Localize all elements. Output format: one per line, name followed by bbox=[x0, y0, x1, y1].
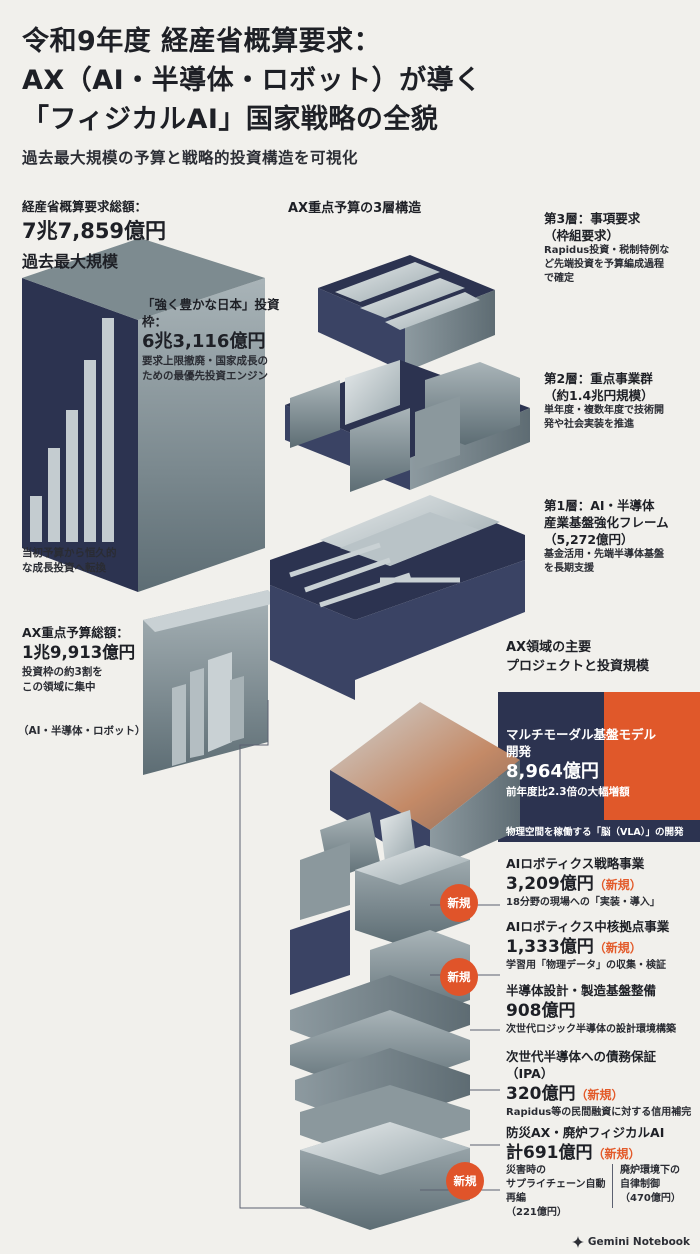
layer2-title2: （約1.4兆円規模） bbox=[544, 388, 654, 403]
layer1-desc2: を長期支援 bbox=[544, 563, 594, 574]
project1-callout: マルチモーダル基盤モデル 開発 8,964億円 前年度比2.3倍の大幅増額 bbox=[506, 726, 696, 801]
layer1-desc1: 基金活用・先端半導体基盤 bbox=[544, 549, 664, 560]
footer-brand-text: Gemini Notebook bbox=[587, 1236, 690, 1248]
layer3-desc3: で確定 bbox=[544, 273, 574, 284]
project3-callout: AIロボティクス中核拠点事業 1,333億円（新規） 学習用「物理データ」の収集… bbox=[506, 918, 696, 973]
p6-sub-b: 廃炉環境下の 自律制御 （470億円） bbox=[620, 1164, 698, 1206]
page-title: 令和9年度 経産省概算要求： AX（AI・半導体・ロボット）が導く 「フィジカル… bbox=[22, 22, 482, 139]
p3-desc: 学習用「物理データ」の収集・検証 bbox=[506, 960, 666, 971]
p6-b1: 廃炉環境下の bbox=[620, 1165, 680, 1176]
layer1-title2: 産業基盤強化フレーム bbox=[544, 515, 669, 530]
p4-title: 半導体設計・製造基盤整備 bbox=[506, 983, 657, 998]
total-note: 過去最大規模 bbox=[22, 252, 119, 271]
p2-amount: 3,209億円 bbox=[506, 874, 594, 894]
p4-desc: 次世代ロジック半導体の設計環境構築 bbox=[506, 1024, 676, 1035]
layer3-block bbox=[318, 255, 495, 372]
p6-b3: （470億円） bbox=[620, 1193, 681, 1204]
ax-total-label: AX重点予算総額： bbox=[22, 625, 129, 640]
new-badge: 新規 bbox=[446, 1162, 484, 1200]
layer3-desc1: Rapidus投資・税制特例な bbox=[544, 245, 670, 256]
layer2-block bbox=[285, 360, 530, 492]
p3-new-tag: （新規） bbox=[593, 941, 642, 955]
strong-japan-callout: 「強く豊かな日本」投資枠： 6兆3,116億円 要求上限撤廃・国家成長の ための… bbox=[142, 296, 302, 384]
p5-amount: 320億円 bbox=[506, 1084, 576, 1104]
p6-a2: サプライチェーン自動再編 bbox=[506, 1179, 606, 1204]
title-line2: AX（AI・半導体・ロボット）が導く bbox=[22, 65, 482, 96]
ax-total-desc1: 投資枠の約3割を bbox=[22, 666, 103, 678]
p6-sub-a: 災害時の サプライチェーン自動再編 （221億円） bbox=[506, 1164, 606, 1220]
p6-divider bbox=[612, 1164, 613, 1208]
project2-callout: AIロボティクス戦略事業 3,209億円（新規） 18分野の現場への「実装・導入… bbox=[506, 855, 696, 910]
banner-accent bbox=[604, 692, 700, 820]
strong-japan-label: 「強く豊かな日本」投資枠： bbox=[142, 297, 280, 329]
new-badge: 新規 bbox=[440, 958, 478, 996]
layer2-desc1: 単年度・複数年度で技術開 bbox=[544, 405, 664, 416]
project1-banner bbox=[498, 692, 700, 842]
ax-total-callout: AX重点予算総額： 1兆9,913億円 投資枠の約3割を この領域に集中 bbox=[22, 624, 142, 695]
p6-a3: （221億円） bbox=[506, 1207, 567, 1218]
gemini-icon bbox=[572, 1236, 585, 1248]
p1-title1: マルチモーダル基盤モデル bbox=[506, 727, 657, 742]
projects-heading: AX領域の主要 プロジェクトと投資規模 bbox=[506, 638, 649, 676]
strong-japan-desc2: ための最優先投資エンジン bbox=[142, 370, 268, 382]
layers-heading: AX重点予算の3層構造 bbox=[288, 201, 422, 216]
p2-title: AIロボティクス戦略事業 bbox=[506, 856, 645, 871]
ax-total-scope: （AI・半導体・ロボット） bbox=[18, 725, 146, 737]
title-line3: 「フィジカルAI」国家戦略の全貌 bbox=[22, 104, 439, 135]
p2-desc: 18分野の現場への「実装・導入」 bbox=[506, 897, 660, 908]
p2-new-tag: （新規） bbox=[593, 878, 642, 892]
p5-desc: Rapidus等の民間融資に対する信用補完 bbox=[506, 1107, 692, 1118]
ax-total-desc2: この領域に集中 bbox=[22, 681, 96, 693]
p3-title: AIロボティクス中核拠点事業 bbox=[506, 919, 670, 934]
layer2-desc2: 発や社会実装を推進 bbox=[544, 419, 634, 430]
layer2-callout: 第2層：重点事業群 （約1.4兆円規模） 単年度・複数年度で技術開 発や社会実装… bbox=[544, 370, 694, 432]
p1-desc: 前年度比2.3倍の大幅増額 bbox=[506, 786, 630, 798]
p1-amount: 8,964億円 bbox=[506, 761, 599, 782]
ax-total-block bbox=[143, 590, 280, 775]
page-subtitle: 過去最大規模の予算と戦略的投資構造を可視化 bbox=[22, 149, 359, 167]
p5-new-tag: （新規） bbox=[575, 1088, 624, 1102]
project6-callout: 防災AX・廃炉フィジカルAI 計691億円（新規） bbox=[506, 1124, 696, 1165]
p6-amount: 計691億円 bbox=[506, 1143, 593, 1163]
ax-total-amount: 1兆9,913億円 bbox=[22, 643, 136, 662]
layer1-block bbox=[270, 495, 525, 700]
layer2-title1: 第2層：重点事業群 bbox=[544, 371, 653, 386]
total-amount: 7兆7,859億円 bbox=[22, 219, 167, 243]
layer3-title1: 第3層：事項要求 bbox=[544, 211, 641, 226]
p4-amount: 908億円 bbox=[506, 1001, 576, 1021]
projects-heading-line1: AX領域の主要 bbox=[506, 640, 592, 655]
p6-new-tag: （新規） bbox=[592, 1147, 641, 1161]
p6-a1: 災害時の bbox=[506, 1165, 546, 1176]
project4-callout: 半導体設計・製造基盤整備 908億円 次世代ロジック半導体の設計環境構築 bbox=[506, 982, 696, 1037]
project5-callout: 次世代半導体への債務保証（IPA） 320億円（新規） Rapidus等の民間融… bbox=[506, 1048, 696, 1120]
p5-title: 次世代半導体への債務保証（IPA） bbox=[506, 1049, 657, 1081]
p6-title: 防災AX・廃炉フィジカルAI bbox=[506, 1125, 665, 1140]
shift-line2: な成長投資へ転換 bbox=[22, 562, 106, 574]
total-budget-block bbox=[22, 238, 265, 592]
layer1-callout: 第1層：AI・半導体 産業基盤強化フレーム （5,272億円） 基金活用・先端半… bbox=[544, 497, 696, 576]
strong-japan-amount: 6兆3,116億円 bbox=[142, 331, 266, 352]
footer-brand: Gemini Notebook bbox=[572, 1236, 690, 1248]
p1-sub: 物理空間を稼働する「脳（VLA）」の開発 bbox=[506, 827, 684, 838]
p6-b2: 自律制御 bbox=[620, 1179, 660, 1190]
p1-title2: 開発 bbox=[506, 744, 532, 759]
new-badge: 新規 bbox=[440, 884, 478, 922]
shift-line1: 当初予算から恒久的 bbox=[22, 547, 117, 559]
layer3-callout: 第3層：事項要求 （枠組要求） Rapidus投資・税制特例な ど先端投資を予算… bbox=[544, 210, 694, 286]
layer1-title1: 第1層：AI・半導体 bbox=[544, 498, 655, 513]
layer1-title3: （5,272億円） bbox=[544, 532, 634, 547]
projects-heading-line2: プロジェクトと投資規模 bbox=[506, 659, 650, 674]
title-line1: 令和9年度 経産省概算要求： bbox=[22, 26, 382, 57]
layer3-desc2: ど先端投資を予算編成過程 bbox=[544, 259, 664, 270]
p3-amount: 1,333億円 bbox=[506, 937, 594, 957]
layer3-title2: （枠組要求） bbox=[544, 228, 620, 243]
shift-note: 当初予算から恒久的 な成長投資へ転換 bbox=[22, 546, 117, 576]
strong-japan-desc1: 要求上限撤廃・国家成長の bbox=[142, 355, 268, 367]
total-label: 経産省概算要求総額： bbox=[22, 199, 148, 214]
